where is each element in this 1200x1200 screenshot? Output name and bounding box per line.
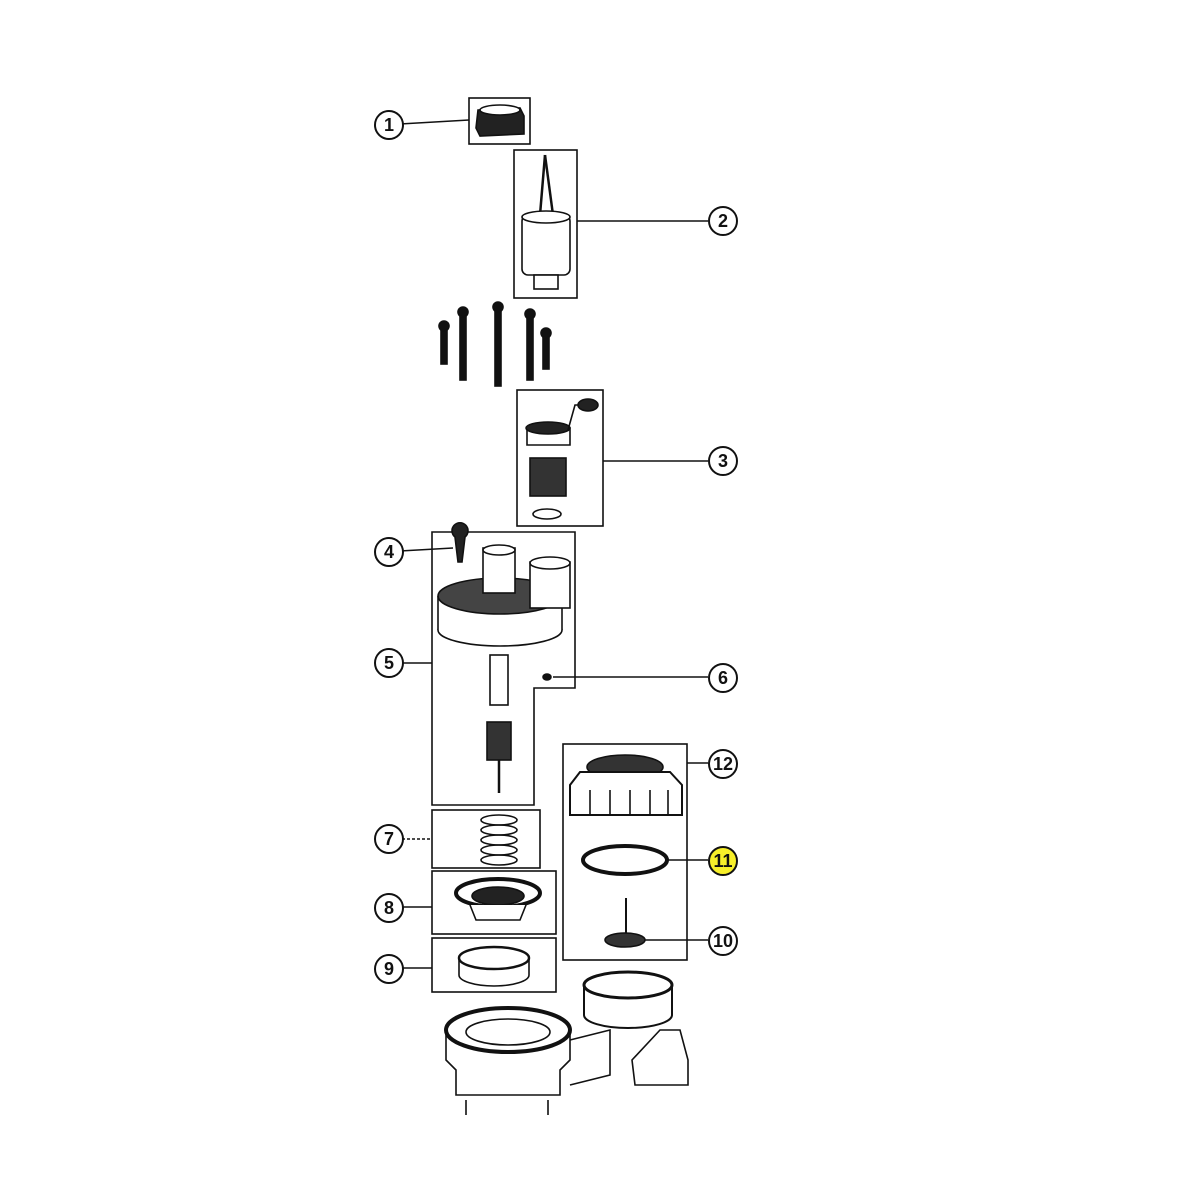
callout-2: 2	[708, 206, 738, 236]
callout-3: 3	[708, 446, 738, 476]
callout-8: 8	[374, 893, 404, 923]
callout-7: 7	[374, 824, 404, 854]
part-9-ring	[400, 937, 557, 993]
callout-10: 10	[708, 926, 738, 956]
part-7-spring	[402, 809, 541, 869]
callout-11: 11	[708, 846, 738, 876]
callout-4: 4	[374, 537, 404, 567]
callout-5: 5	[374, 648, 404, 678]
part-10-12-group	[562, 743, 708, 961]
part-2-solenoid	[513, 149, 708, 299]
part-5-bonnet-group	[399, 522, 708, 806]
callout-6: 6	[708, 663, 738, 693]
callout-12: 12	[708, 749, 738, 779]
screws	[438, 301, 552, 387]
part-1-cap	[399, 97, 531, 145]
callout-9: 9	[374, 954, 404, 984]
valve-body	[444, 970, 689, 1115]
callout-1: 1	[374, 110, 404, 140]
part-3-valve-insert	[516, 389, 708, 527]
part-8-diaphragm	[400, 870, 557, 935]
